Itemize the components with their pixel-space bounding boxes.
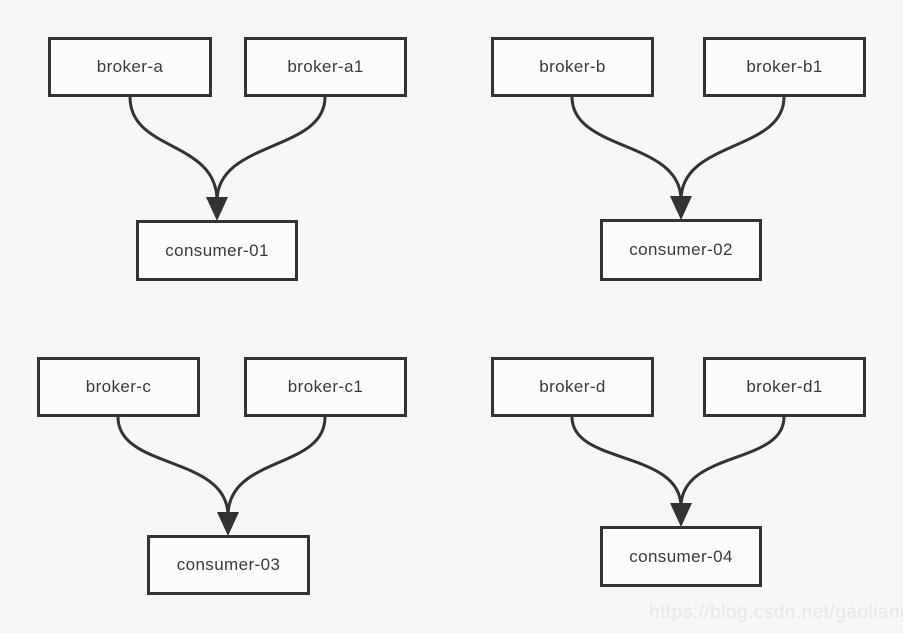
node-consumer-02: consumer-02	[600, 219, 762, 281]
node-label: consumer-01	[165, 240, 269, 260]
node-broker-d: broker-d	[491, 357, 654, 417]
node-label: broker-a	[96, 57, 164, 76]
node-broker-c1: broker-c1	[244, 357, 407, 417]
node-broker-a1: broker-a1	[244, 37, 407, 97]
node-label: broker-c	[85, 377, 152, 396]
connector-broker-c-to-consumer-03	[116, 415, 230, 518]
connector-broker-b-to-consumer-02	[570, 95, 683, 202]
arrowhead-icon-consumer-03	[217, 512, 239, 536]
connector-broker-d1-to-consumer-04	[679, 415, 786, 509]
arrowhead-icon-consumer-04	[670, 503, 692, 527]
node-label: consumer-03	[176, 555, 281, 574]
node-broker-a: broker-a	[48, 37, 212, 97]
node-consumer-04: consumer-04	[600, 526, 762, 587]
connector-broker-c1-to-consumer-03	[226, 415, 327, 518]
connector-broker-a-to-consumer-01	[128, 95, 219, 203]
node-label: consumer-02	[629, 240, 733, 259]
connector-broker-d-to-consumer-04	[570, 415, 683, 509]
node-label: broker-d	[539, 377, 606, 396]
node-consumer-01: consumer-01	[136, 220, 298, 281]
node-broker-d1: broker-d1	[703, 357, 866, 417]
connector-broker-b1-to-consumer-02	[679, 95, 786, 202]
node-label: consumer-04	[629, 546, 733, 566]
node-label: broker-b	[539, 57, 606, 76]
arrowhead-icon-consumer-02	[670, 196, 692, 220]
node-consumer-03: consumer-03	[147, 535, 310, 595]
node-label: broker-d1	[746, 377, 823, 396]
node-broker-b: broker-b	[491, 37, 654, 97]
watermark-text: https://blog.csdn.net/gaoliang1719	[649, 602, 903, 623]
node-broker-b1: broker-b1	[703, 37, 866, 97]
arrowhead-icon-consumer-01	[206, 197, 228, 221]
node-broker-c: broker-c	[37, 357, 200, 417]
node-label: broker-c1	[287, 377, 364, 396]
connector-broker-a1-to-consumer-01	[215, 95, 327, 203]
node-label: broker-a1	[287, 57, 364, 76]
node-label: broker-b1	[746, 57, 823, 76]
